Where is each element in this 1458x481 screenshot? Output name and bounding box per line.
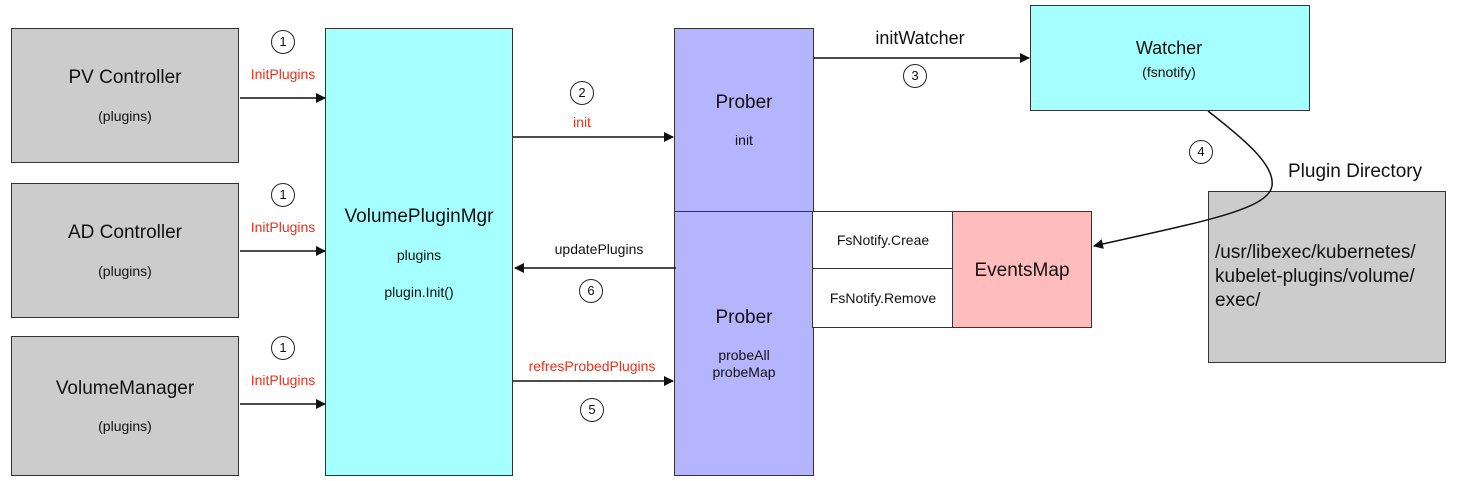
plugin-directory-line3: exec/ — [1215, 290, 1261, 311]
step-3: 3 — [903, 64, 927, 88]
watcher-title: Watcher — [1135, 38, 1203, 58]
pv-controller-box — [11, 28, 239, 163]
label-initplugins-pv: InitPlugins — [250, 66, 316, 82]
ad-controller-box — [11, 183, 239, 318]
volume-manager-box — [11, 336, 239, 476]
pv-controller-title: PV Controller — [68, 67, 182, 88]
fsnotify-remove-label: FsNotify.Remove — [829, 290, 937, 306]
plugin-directory-line1: /usr/libexec/kubernetes/ — [1215, 242, 1416, 263]
plugin-directory-line2: kubelet-plugins/volume/ — [1215, 266, 1415, 287]
volume-manager-title: VolumeManager — [55, 378, 195, 399]
step-2: 2 — [570, 81, 594, 105]
volume-plugin-mgr-init: plugin.Init() — [384, 284, 454, 300]
label-update-plugins: updatePlugins — [554, 241, 644, 257]
arrow-watcher-to-eventsmap — [1093, 110, 1273, 249]
step-4: 4 — [1189, 140, 1213, 164]
plugin-directory-label: Plugin Directory — [1288, 161, 1423, 182]
prober-bottom-line1: probeAll — [718, 347, 770, 363]
events-map-title: EventsMap — [974, 260, 1070, 281]
step-1-vm: 1 — [271, 336, 295, 360]
label-init-watcher: initWatcher — [875, 28, 965, 48]
label-initplugins-ad: InitPlugins — [250, 219, 316, 235]
fsnotify-create-cell — [812, 211, 954, 270]
step-6: 6 — [579, 279, 603, 303]
plugin-directory-box — [1208, 191, 1446, 363]
watcher-box — [1030, 5, 1310, 111]
volume-plugin-mgr-plugins: plugins — [396, 247, 442, 263]
volume-plugin-mgr-box — [325, 28, 513, 476]
events-map-box — [952, 211, 1092, 328]
watcher-sub: (fsnotify) — [1142, 64, 1196, 80]
step-1-pv: 1 — [271, 30, 295, 54]
prober-top-title: Prober — [715, 92, 773, 113]
step-5: 5 — [580, 398, 604, 422]
prober-bottom-box — [674, 211, 814, 476]
prober-top-box — [674, 28, 814, 213]
fsnotify-remove-cell — [812, 268, 954, 328]
fsnotify-create-label: FsNotify.Creae — [836, 232, 930, 248]
prober-top-sub: init — [735, 132, 753, 148]
pv-controller-sub: (plugins) — [98, 108, 152, 124]
ad-controller-title: AD Controller — [67, 222, 183, 243]
prober-bottom-line2: probeMap — [712, 364, 776, 380]
label-init: init — [573, 114, 591, 130]
prober-bottom-title: Prober — [715, 307, 773, 328]
ad-controller-sub: (plugins) — [98, 263, 152, 279]
volume-plugin-mgr-title: VolumePluginMgr — [344, 206, 494, 227]
label-initplugins-vm: InitPlugins — [250, 372, 316, 388]
volume-manager-sub: (plugins) — [98, 418, 152, 434]
step-1-ad: 1 — [271, 183, 295, 207]
label-refresh-probed-plugins: refresProbedPlugins — [528, 358, 656, 374]
